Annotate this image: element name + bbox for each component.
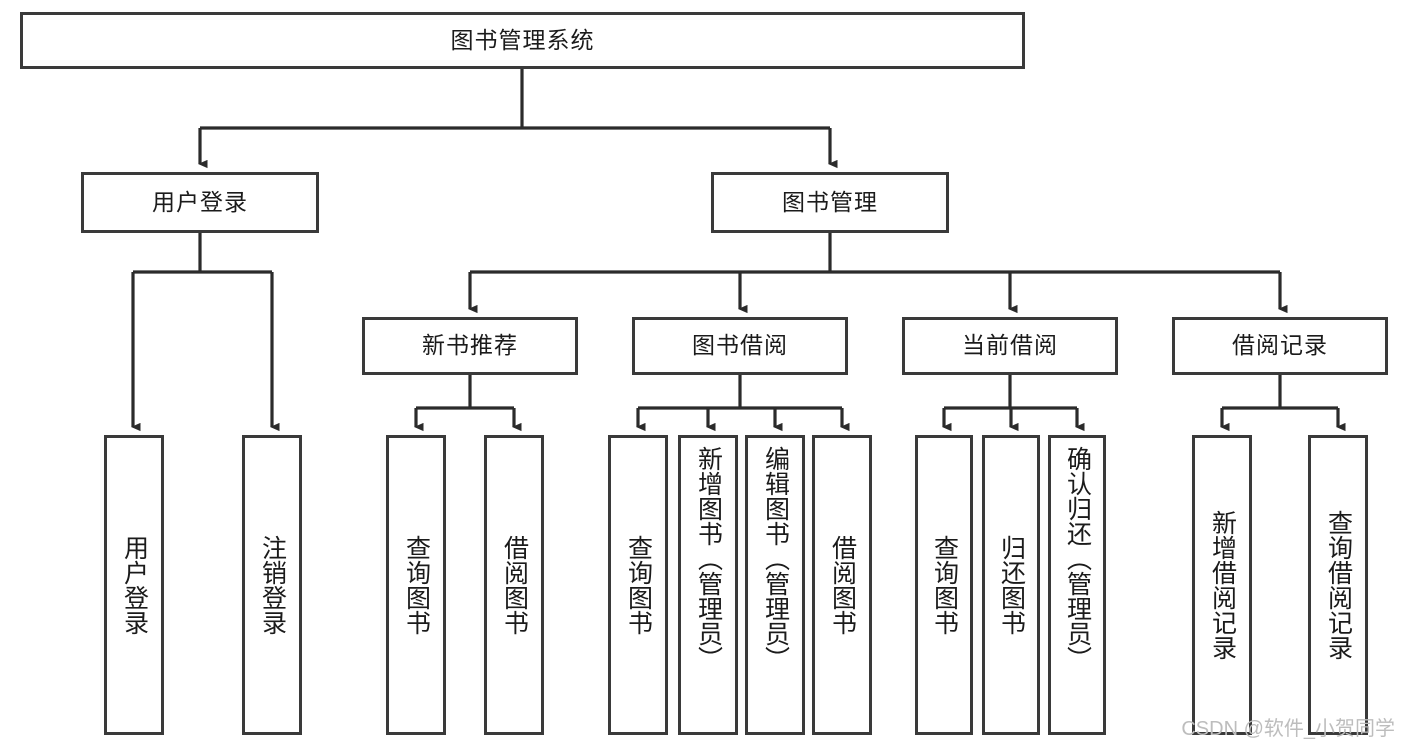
node-book-management-label: 图书管理 [782,188,878,215]
node-leaf-add-book[interactable]: 新增图书（管理员） [678,435,738,735]
node-leaf-borrow-book-label: 借阅图书 [828,535,857,635]
node-leaf-query-book-current-label: 查询图书 [930,535,959,635]
node-leaf-query-book-current[interactable]: 查询图书 [915,435,973,735]
node-user-login[interactable]: 用户登录 [81,172,319,233]
node-root-label: 图书管理系统 [450,26,595,53]
node-new-book-recommend-label: 新书推荐 [422,332,518,359]
node-borrow-record-label: 借阅记录 [1232,332,1328,359]
node-leaf-query-book-borrow-label: 查询图书 [624,535,653,635]
node-leaf-borrow-book-rec-label: 借阅图书 [500,535,529,635]
node-user-login-label: 用户登录 [152,188,248,215]
node-leaf-edit-book-label: 编辑图书（管理员） [761,446,790,671]
node-current-borrow-label: 当前借阅 [962,332,1058,359]
node-leaf-edit-book[interactable]: 编辑图书（管理员） [745,435,805,735]
node-leaf-confirm-return-label: 确认归还（管理员） [1063,446,1092,671]
node-borrow-record[interactable]: 借阅记录 [1172,317,1388,375]
node-leaf-logout[interactable]: 注销登录 [242,435,302,735]
node-new-book-recommend[interactable]: 新书推荐 [362,317,578,375]
node-leaf-add-book-label: 新增图书（管理员） [694,446,723,671]
node-leaf-query-book-rec-label: 查询图书 [402,535,431,635]
node-root[interactable]: 图书管理系统 [20,12,1025,69]
node-leaf-borrow-book-rec[interactable]: 借阅图书 [484,435,544,735]
node-leaf-query-record[interactable]: 查询借阅记录 [1308,435,1368,735]
node-leaf-user-login[interactable]: 用户登录 [104,435,164,735]
node-leaf-user-login-label: 用户登录 [120,535,149,635]
node-current-borrow[interactable]: 当前借阅 [902,317,1118,375]
node-leaf-add-record-label: 新增借阅记录 [1208,510,1237,660]
node-book-borrow-label: 图书借阅 [692,332,788,359]
node-leaf-return-book-label: 归还图书 [997,535,1026,635]
csdn-watermark: CSDN @软件_小贺同学 [1181,718,1395,740]
node-leaf-confirm-return[interactable]: 确认归还（管理员） [1048,435,1106,735]
node-leaf-query-book-rec[interactable]: 查询图书 [386,435,446,735]
node-leaf-borrow-book[interactable]: 借阅图书 [812,435,872,735]
node-book-management[interactable]: 图书管理 [711,172,949,233]
node-leaf-logout-label: 注销登录 [258,535,287,635]
node-leaf-add-record[interactable]: 新增借阅记录 [1192,435,1252,735]
node-leaf-query-record-label: 查询借阅记录 [1324,510,1353,660]
node-leaf-return-book[interactable]: 归还图书 [982,435,1040,735]
node-leaf-query-book-borrow[interactable]: 查询图书 [608,435,668,735]
node-book-borrow[interactable]: 图书借阅 [632,317,848,375]
